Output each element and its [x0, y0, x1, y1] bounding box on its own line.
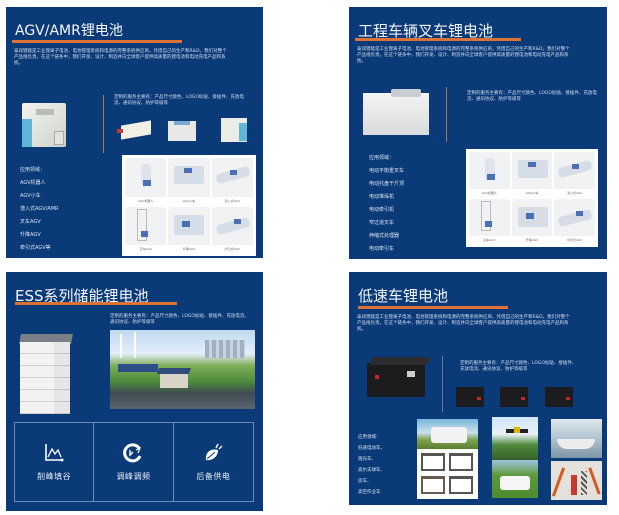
- application-item: 高空作业车: [358, 490, 381, 495]
- battery-thumb-3: [219, 115, 249, 143]
- panel-title: 工程车辆叉车锂电池: [358, 22, 494, 40]
- application-item: AGV小车: [20, 193, 41, 199]
- battery-thumb-2: [500, 387, 528, 407]
- panel-description: 泰润锂能是工业锂离子电池、电池管理系统和电源的完整系统供应商，凭借自己的生产和R…: [357, 315, 570, 332]
- feature-frequency-regulation: 调峰调频: [94, 423, 174, 501]
- agv-model-cell: 牵引式AGV: [211, 206, 253, 253]
- golf-carts-photo: [417, 449, 478, 499]
- peak-valley-chart-icon: [45, 443, 64, 461]
- feature-peak-shaving: 削峰填谷: [15, 423, 95, 501]
- model-cell: 牵引式AGV: [554, 199, 595, 244]
- forklift-model-grid: AGV机器人 AGV小车 潜入式AGV 叉车AGV 升降AGV 牵引式AGV: [466, 149, 598, 247]
- model-cell: 叉车AGV: [469, 199, 510, 244]
- applications-list: 应用领域： 低速电动车、 观光车、 高尔夫球车、 房车、 高空作业车: [358, 432, 385, 498]
- feature-label: 削峰填谷: [37, 471, 72, 481]
- accent-bar: [358, 306, 508, 309]
- forklift-battery-image: [361, 85, 433, 137]
- ess-cabinet-image: [19, 334, 76, 416]
- panel-description: 泰润锂能是工业锂离子电池、电池管理系统和电源的完整系统供应商，凭借自己的生产和R…: [357, 47, 570, 64]
- applications-list: 应用领域： AGV机器人 AGV小车 潜入式AGV/AMR 叉车AGV 升降AG…: [20, 164, 59, 255]
- customization-spec: 定制的服务主要有：产品尺寸颜色、LOGO标贴、接插件、充放电流、通讯协议、防护等…: [114, 95, 244, 106]
- customization-spec: 定制的服务主要有：产品尺寸颜色、LOGO标贴、接插件、充放电流、通讯协议、防护等…: [110, 314, 249, 325]
- leaf-plug-icon: [206, 443, 223, 460]
- energy-scene-photo: [110, 330, 255, 409]
- applications-list: 应用领域： 电动平衡重叉车 电动托盘干斤顶 电动堆垛机 电动牵引机 窄过道叉车 …: [369, 152, 404, 256]
- application-item: 电动牵引机: [369, 207, 395, 213]
- feature-backup-power: 后备供电: [174, 423, 253, 501]
- divider-line: [442, 356, 443, 412]
- golf-cart-photo: [492, 460, 538, 498]
- black-battery-image: [367, 357, 431, 399]
- application-item: 窄过道叉车: [369, 220, 395, 226]
- ess-battery-panel: ESS系列储能锂电池 定制的服务主要有：产品尺寸颜色、LOGO标贴、接插件、充放…: [6, 272, 263, 511]
- divider-line: [446, 87, 447, 142]
- low-speed-vehicle-battery-panel: 低速车锂电池 泰润锂能是工业锂离子电池、电池管理系统和电源的完整系统供应商，凭借…: [349, 272, 607, 505]
- application-item: 电动平衡重叉车: [369, 168, 405, 174]
- panel-title: AGV/AMR锂电池: [15, 23, 123, 39]
- application-item: 高尔夫球车、: [358, 468, 385, 473]
- model-cell: AGV小车: [511, 152, 553, 197]
- application-item: 房车、: [358, 479, 372, 484]
- panel-title: 低速车锂电池: [358, 287, 449, 305]
- agv-model-cell: 叉车AGV: [125, 206, 167, 253]
- customization-spec: 定制的服务主要有：产品尺寸颜色、LOGO标贴、接插件、充放电流、通讯协议、防护等…: [460, 361, 577, 372]
- application-item: 观光车、: [358, 457, 376, 462]
- applications-label: 应用领域：: [358, 435, 381, 440]
- applications-label: 应用领域：: [369, 155, 395, 161]
- rv-photo: [417, 419, 478, 449]
- agv-model-grid: AGV机器人 AGV小车 潜入式AGV 叉车AGV 升降AGV 牵引式AGV: [122, 155, 256, 256]
- model-cell: AGV机器人: [469, 152, 510, 197]
- agv-model-cell: AGV小车: [168, 158, 210, 205]
- boat-photo: [551, 419, 602, 458]
- application-item: 潜入式AGV/AMR: [20, 206, 59, 212]
- battery-thumb-2: [166, 117, 198, 143]
- divider-line: [103, 95, 104, 153]
- model-cell: 升降AGV: [511, 199, 553, 244]
- agv-model-cell: AGV机器人: [125, 158, 167, 205]
- agv-battery-image: [20, 97, 72, 149]
- panel-title: ESS系列储能锂电池: [15, 287, 149, 305]
- feature-label: 后备供电: [196, 471, 231, 481]
- application-item: 叉车AGV: [20, 219, 41, 225]
- model-cell: 潜入式AGV: [554, 152, 595, 197]
- agv-model-cell: 潜入式AGV: [211, 158, 253, 205]
- panel-description: 泰润锂能是工业锂离子电池、电池管理系统和电源的完整系统供应商，凭借自己的生产和R…: [14, 49, 227, 66]
- battery-thumb-1: [117, 119, 153, 141]
- aerial-work-platform-photo: [551, 461, 602, 500]
- applications-label: 应用领域：: [20, 167, 46, 173]
- accent-bar: [355, 38, 521, 41]
- application-item: 升降AGV: [20, 232, 41, 238]
- drone-spraying-photo: [492, 417, 538, 460]
- battery-thumb-3: [545, 387, 573, 407]
- application-item: 电动堆垛机: [369, 194, 395, 200]
- agv-amr-battery-panel: AGV/AMR锂电池 泰润锂能是工业锂离子电池、电池管理系统和电源的完整系统供应…: [6, 7, 263, 258]
- battery-thumb-1: [456, 387, 484, 407]
- forklift-battery-panel: 工程车辆叉车锂电池 泰润锂能是工业锂离子电池、电池管理系统和电源的完整系统供应商…: [349, 7, 607, 259]
- application-item: AGV机器人: [20, 180, 46, 186]
- application-item: 电动托盘干斤顶: [369, 181, 405, 187]
- frequency-regulation-icon: [123, 442, 142, 462]
- application-item: 伸缩式处理器: [369, 233, 400, 239]
- accent-bar: [15, 302, 177, 305]
- application-item: 电动牵引车: [369, 246, 395, 252]
- accent-bar: [12, 40, 182, 43]
- feature-label: 调峰调频: [116, 471, 151, 481]
- application-item: 低速电动车、: [358, 446, 385, 451]
- application-item: 牵引式AGV等: [20, 245, 51, 251]
- ess-features: 削峰填谷 调峰调频 后备供电: [14, 422, 254, 502]
- customization-spec: 定制的服务主要有：产品尺寸颜色、LOGO标贴、接插件、充放电流、通讯协议、防护等…: [467, 91, 597, 102]
- agv-model-cell: 升降AGV: [168, 206, 210, 253]
